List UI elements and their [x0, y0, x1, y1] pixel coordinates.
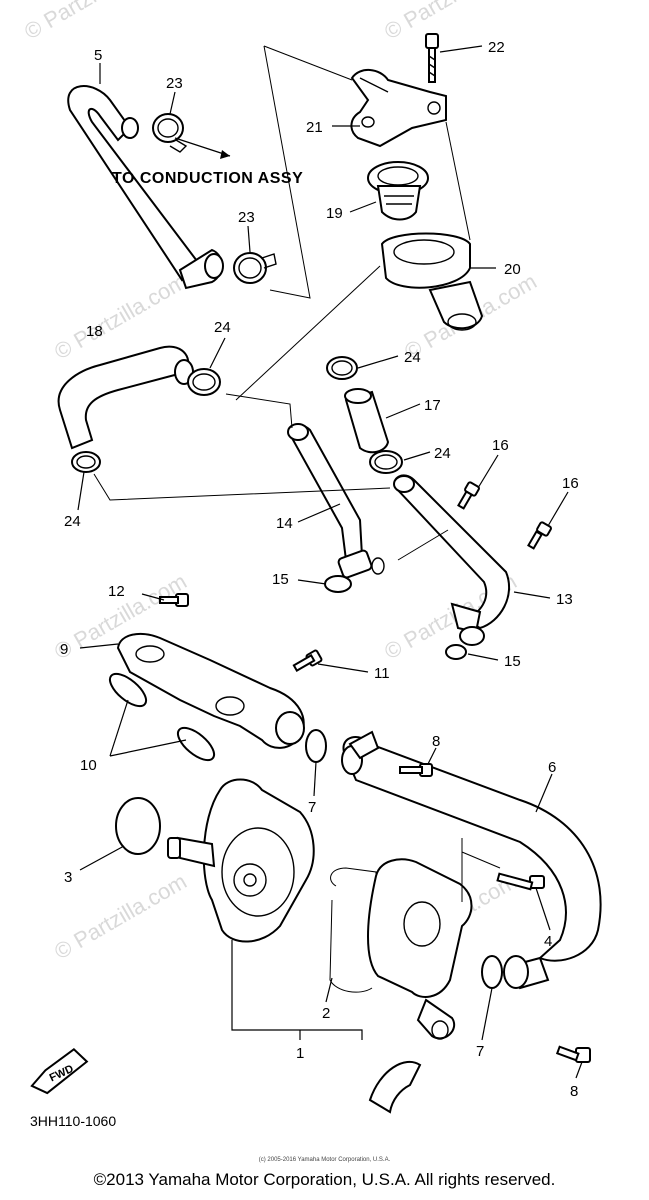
- callout-6: 6: [548, 759, 556, 776]
- bolt-11: [292, 649, 323, 672]
- thermostat-19: [367, 161, 429, 221]
- callout-5: 5: [94, 47, 102, 64]
- callout-11: 11: [374, 665, 390, 682]
- callout-1: 1: [296, 1045, 304, 1062]
- clamp-24-a: [187, 368, 221, 396]
- callout-7-b: 7: [476, 1043, 484, 1060]
- callout-8-b: 8: [570, 1083, 578, 1100]
- thermostat-cover-21: [350, 69, 447, 148]
- partial-hose-bottom: [368, 1060, 422, 1114]
- callout-23-top: 23: [166, 75, 183, 92]
- clamp-24-b: [71, 451, 101, 473]
- pipe-14: [287, 423, 385, 579]
- callout-4: 4: [544, 933, 552, 950]
- callout-20: 20: [504, 261, 521, 278]
- bolt-22: [425, 33, 439, 83]
- hose-5: [67, 85, 224, 290]
- to-conduction-caption: TO CONDUCTION ASSY: [112, 170, 303, 187]
- bolt-4: [496, 872, 545, 891]
- copyright-notice: ©2013 Yamaha Motor Corporation, U.S.A. A…: [93, 1170, 556, 1189]
- clamp-24-c: [326, 356, 358, 380]
- diagram-code: 3HH110-1060: [30, 1113, 116, 1129]
- pump-housing-2: [367, 858, 473, 1040]
- oring-7-b: [481, 955, 503, 989]
- callout-14: 14: [276, 515, 293, 532]
- callout-2: 2: [322, 1005, 330, 1022]
- callout-17: 17: [424, 397, 441, 414]
- conduction-arrow: [174, 137, 231, 157]
- bolt-12: [159, 593, 189, 607]
- gasket-10-a: [108, 672, 148, 708]
- conduction-arrowhead: [220, 150, 230, 159]
- callout-15-b: 15: [504, 653, 521, 670]
- bolt-8-a: [399, 763, 433, 777]
- callout-12: 12: [108, 583, 125, 600]
- watermark-2: © Partzilla.com: [380, 0, 521, 44]
- leader-lines: [77, 45, 583, 1079]
- callout-7-a: 7: [308, 799, 316, 816]
- oring-15-a: [324, 575, 352, 593]
- parts-diagram: © Partzilla.com © Partzilla.com © Partzi…: [20, 0, 602, 1129]
- pump-gasket-outline: [329, 867, 377, 993]
- bolt-8-b: [555, 1045, 591, 1063]
- pipe-6: [341, 730, 602, 990]
- callout-24-c: 24: [404, 349, 421, 366]
- pipe-9: [116, 632, 305, 749]
- water-pump-body: [167, 778, 315, 943]
- site-credit: (c) 2005-2016 Yamaha Motor Corporation, …: [258, 1157, 391, 1163]
- hose-18: [57, 345, 194, 450]
- watermark-1: © Partzilla.com: [20, 0, 161, 44]
- oring-15-b: [445, 644, 467, 660]
- callout-16-b: 16: [562, 475, 579, 492]
- clamp-23-top: [152, 113, 188, 153]
- callout-24-b: 24: [64, 513, 81, 530]
- callout-21: 21: [306, 119, 323, 136]
- pipe-17: [344, 388, 390, 454]
- bolt-16-a: [457, 481, 480, 510]
- bolt-16-b: [527, 521, 552, 550]
- callout-numbers: 5 23 22 21 19 23 20 18 24 24 17 24 16 24…: [60, 39, 579, 1100]
- callout-23-bottom: 23: [238, 209, 255, 226]
- callout-3: 3: [64, 869, 72, 886]
- callout-10: 10: [80, 757, 97, 774]
- thermostat-housing-20: [380, 232, 484, 331]
- pipe-13: [393, 474, 511, 646]
- gasket-10-b: [176, 726, 216, 762]
- assembly-guide-lines: [93, 45, 501, 902]
- clamp-24-d: [369, 450, 403, 474]
- oring-7-a: [305, 729, 327, 763]
- callout-22: 22: [488, 39, 505, 56]
- callout-13: 13: [556, 591, 573, 608]
- clamp-23-bottom: [233, 252, 277, 284]
- callout-24-d: 24: [434, 445, 451, 462]
- callout-15-a: 15: [272, 571, 289, 588]
- fwd-arrow-icon: FWD: [30, 1048, 89, 1095]
- callout-16-a: 16: [492, 437, 509, 454]
- callout-19: 19: [326, 205, 343, 222]
- callout-24-a: 24: [214, 319, 231, 336]
- callout-8-a: 8: [432, 733, 440, 750]
- callout-18: 18: [86, 323, 103, 340]
- callout-9: 9: [60, 641, 68, 658]
- oring-3: [115, 797, 161, 855]
